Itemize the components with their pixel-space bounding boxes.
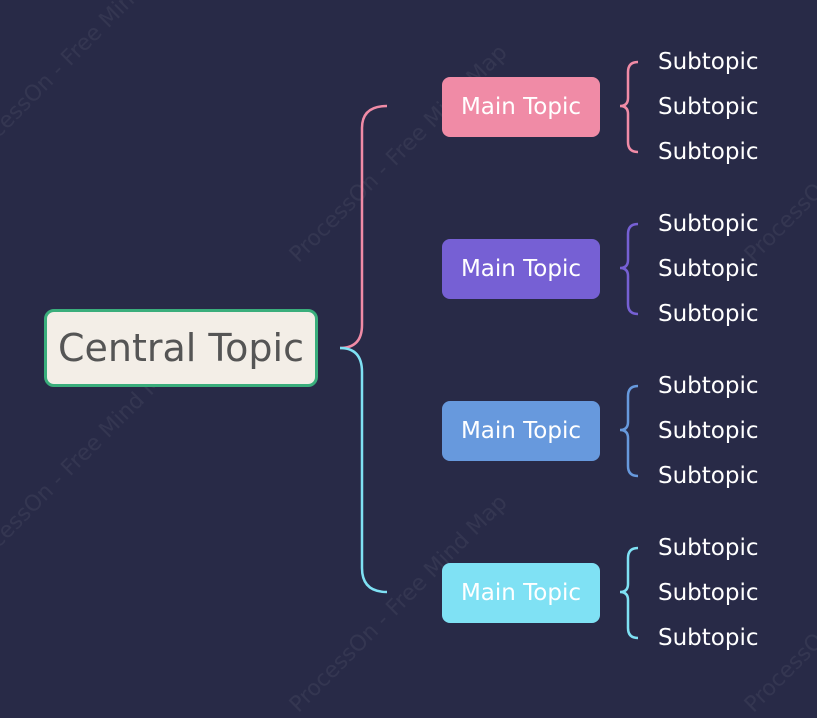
subtopic[interactable]: Subtopic <box>658 49 759 75</box>
main-topic-label: Main Topic <box>460 94 582 120</box>
subtopic[interactable]: Subtopic <box>658 139 759 165</box>
subtopic-brace <box>619 222 639 316</box>
main-topic-label: Main Topic <box>460 418 582 444</box>
subtopic[interactable]: Subtopic <box>658 418 759 444</box>
subtopic-brace <box>619 60 639 154</box>
main-topic-1[interactable]: Main Topic <box>442 77 600 137</box>
subtopic[interactable]: Subtopic <box>658 625 759 651</box>
central-topic-label: Central Topic <box>57 326 305 370</box>
main-topic-label: Main Topic <box>460 256 582 282</box>
subtopic[interactable]: Subtopic <box>658 211 759 237</box>
main-topic-2[interactable]: Main Topic <box>442 239 600 299</box>
subtopic[interactable]: Subtopic <box>658 301 759 327</box>
subtopic[interactable]: Subtopic <box>658 256 759 282</box>
subtopic[interactable]: Subtopic <box>658 463 759 489</box>
main-topic-4[interactable]: Main Topic <box>442 563 600 623</box>
branch-connector-upper <box>339 104 388 350</box>
subtopic[interactable]: Subtopic <box>658 535 759 561</box>
branch-connector-lower <box>339 346 388 594</box>
subtopic-brace <box>619 384 639 478</box>
main-topic-3[interactable]: Main Topic <box>442 401 600 461</box>
subtopic[interactable]: Subtopic <box>658 94 759 120</box>
subtopic-brace <box>619 546 639 640</box>
central-topic[interactable]: Central Topic <box>44 309 318 387</box>
subtopic[interactable]: Subtopic <box>658 580 759 606</box>
subtopic[interactable]: Subtopic <box>658 373 759 399</box>
main-topic-label: Main Topic <box>460 580 582 606</box>
